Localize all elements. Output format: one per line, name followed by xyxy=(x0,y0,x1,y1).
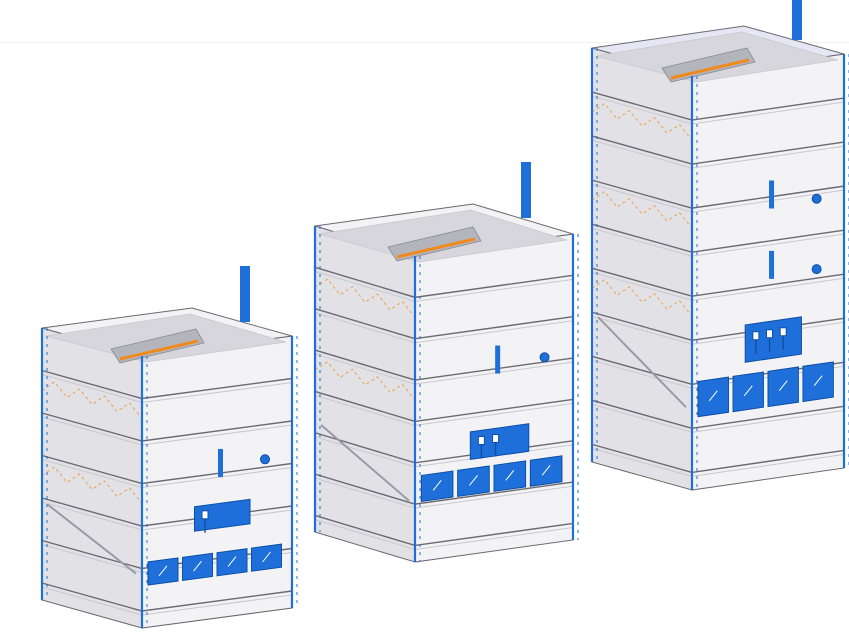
front-face xyxy=(141,335,293,629)
inspection-port xyxy=(539,352,550,363)
motor-unit xyxy=(492,434,500,443)
baffle-hint xyxy=(591,102,693,141)
fan-module xyxy=(802,361,834,403)
motor-unit xyxy=(201,510,209,520)
small-unit xyxy=(40,266,298,629)
orange-bar xyxy=(119,339,199,361)
top-divider-line xyxy=(0,42,849,43)
fan-mark xyxy=(778,380,788,392)
units-group xyxy=(40,0,849,629)
fan-mark xyxy=(541,464,551,476)
fan-mark xyxy=(193,560,202,572)
large-unit xyxy=(590,0,849,491)
baffle-hint xyxy=(314,278,416,318)
latch-handle xyxy=(495,345,501,374)
latch-handle xyxy=(769,250,775,279)
latch-handle xyxy=(218,448,223,477)
fan-mark xyxy=(813,375,823,386)
latch-handle xyxy=(769,180,775,209)
fan-mark xyxy=(262,551,271,563)
discharge-chute xyxy=(597,316,687,408)
fan-module xyxy=(732,371,764,413)
back-corner-post xyxy=(240,266,250,322)
motor-unit xyxy=(752,331,760,341)
fan-mark xyxy=(432,480,442,491)
baffle-hint xyxy=(314,361,416,401)
control-panel xyxy=(469,423,530,461)
medium-unit xyxy=(313,162,579,563)
motor-unit xyxy=(477,435,485,445)
inspection-port xyxy=(811,264,822,275)
fan-mark xyxy=(743,385,753,397)
fan-mark xyxy=(227,556,237,567)
discharge-chute xyxy=(47,504,137,575)
fan-module xyxy=(767,366,799,408)
back-corner-post xyxy=(792,0,802,40)
baffle-hint xyxy=(41,466,143,504)
inspection-port xyxy=(811,193,822,204)
discharge-chute xyxy=(320,424,410,502)
front-face xyxy=(414,233,574,563)
fan-mark xyxy=(505,470,515,481)
fan-mark xyxy=(708,390,718,402)
side-face xyxy=(314,225,416,563)
orange-bar xyxy=(396,237,476,259)
control-panel xyxy=(744,316,802,363)
motor-unit xyxy=(779,327,787,337)
baffle-hint xyxy=(591,190,693,229)
side-face xyxy=(41,327,143,629)
motor-unit xyxy=(766,329,774,339)
orange-bar xyxy=(670,58,750,80)
back-corner-post xyxy=(521,162,531,218)
baffle-hint xyxy=(41,381,143,419)
inspection-port xyxy=(260,454,270,465)
fan-mark xyxy=(469,475,478,486)
fan-mark xyxy=(158,565,168,577)
control-panel xyxy=(194,498,251,532)
fan-module xyxy=(697,376,729,418)
baffle-hint xyxy=(591,279,693,317)
